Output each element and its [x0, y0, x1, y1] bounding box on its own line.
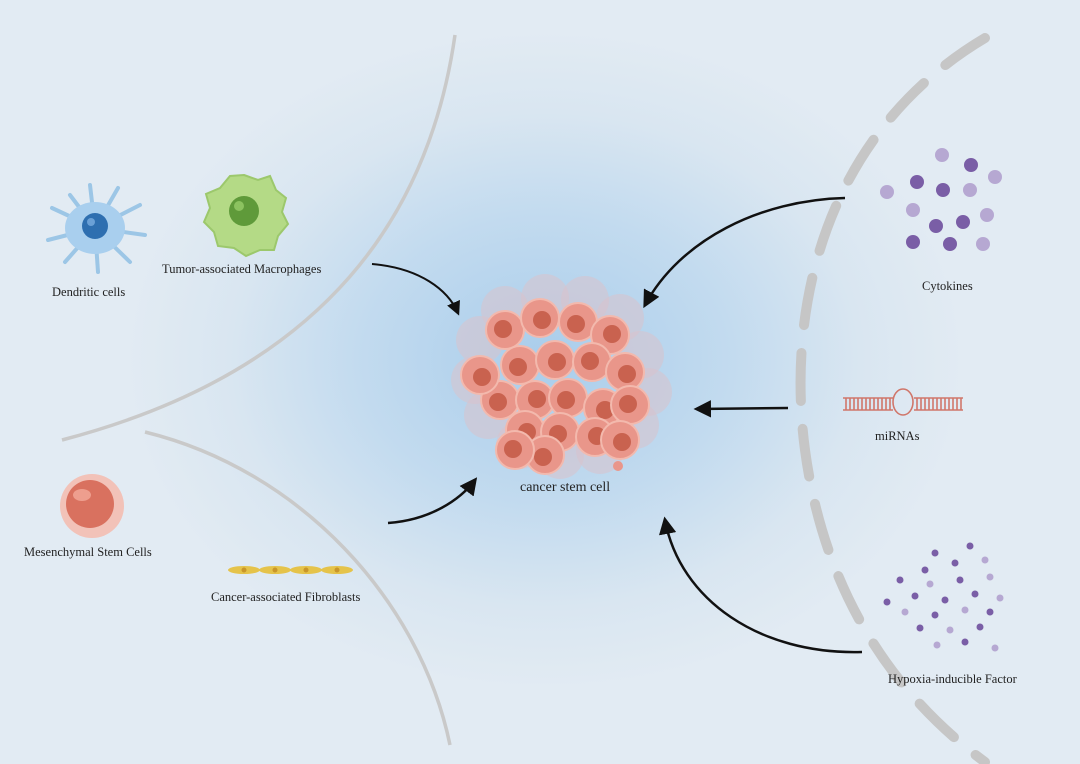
fibroblasts-label: Cancer-associated Fibroblasts: [211, 590, 361, 604]
mirna-icon: [843, 388, 963, 416]
mesenchymal-stem-cell-icon: [60, 474, 124, 538]
arrow-hif-to-csc: [658, 516, 863, 654]
hif-icon: [883, 542, 1004, 652]
cytokines-label: Cytokines: [922, 279, 973, 293]
right-dashed-boundary: [795, 33, 990, 764]
cancer-stem-cell-label: cancer stem cell: [520, 480, 611, 495]
arrow-fibroblast-to-csc: [387, 477, 478, 525]
arrow-mirnas-to-csc: [693, 400, 789, 418]
hif-label: Hypoxia-inducible Factor: [888, 672, 1017, 686]
msc-label: Mesenchymal Stem Cells: [24, 545, 152, 559]
arrow-cytokines-to-csc: [643, 196, 846, 309]
dendritic-cell-icon: [46, 183, 147, 274]
cytokines-icon: [880, 148, 1002, 251]
macrophage-icon: [202, 173, 290, 258]
dendritic-cells-label: Dendritic cells: [52, 285, 126, 299]
left-upper-boundary: [61, 34, 457, 442]
mirnas-label: miRNAs: [875, 429, 920, 443]
arrow-macrophage-to-csc: [371, 263, 460, 316]
left-lower-boundary: [144, 430, 452, 746]
fibroblast-icon: [228, 566, 353, 574]
cancer-stem-cell-cluster-icon: [451, 274, 672, 479]
macrophages-label: Tumor-associated Macrophages: [162, 262, 322, 276]
